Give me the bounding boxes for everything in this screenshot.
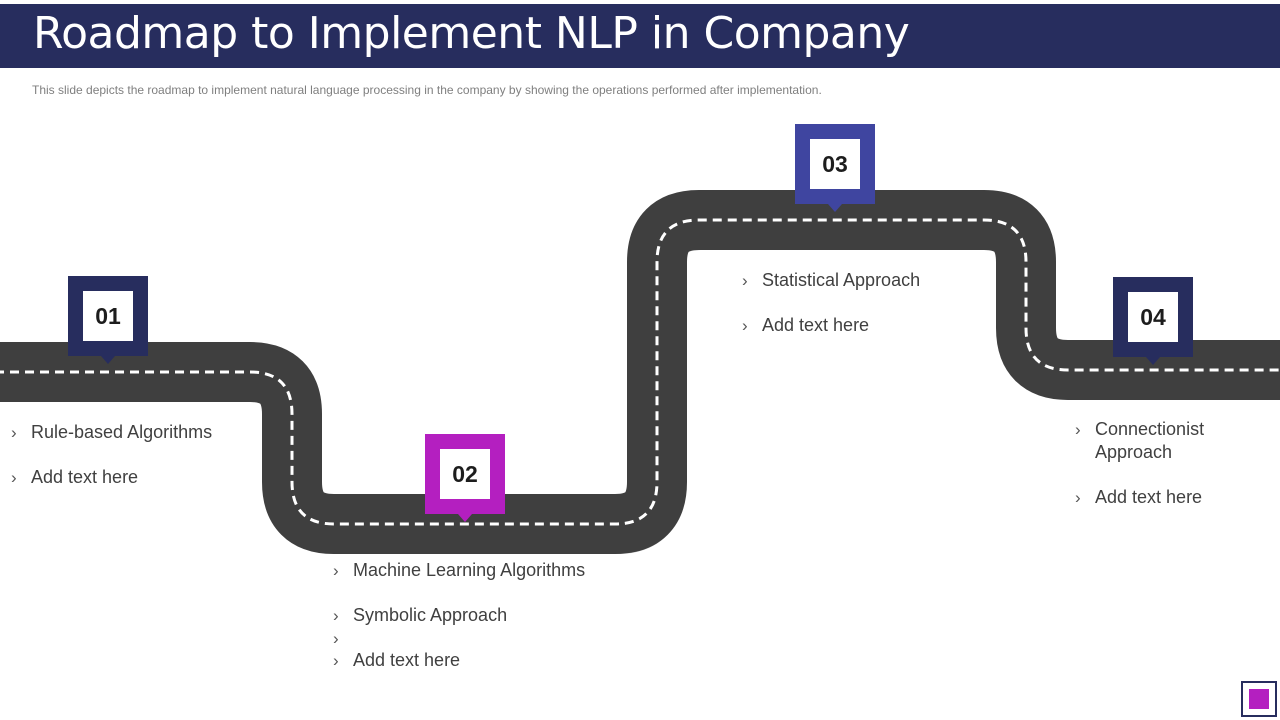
milestone-marker-02: 02	[425, 434, 505, 522]
marker-pin	[458, 514, 472, 522]
corner-accent-box	[1241, 681, 1277, 717]
title-bar	[0, 4, 1280, 68]
list-item: Statistical Approach	[742, 269, 1002, 292]
list-item-empty	[333, 627, 653, 650]
marker-pin	[101, 356, 115, 364]
list-item: Add text here	[742, 314, 1002, 337]
milestone-number: 03	[810, 139, 860, 189]
corner-accent-square	[1249, 689, 1269, 709]
milestone-02-list: Machine Learning Algorithms Symbolic App…	[333, 559, 653, 672]
list-item: Symbolic Approach	[333, 604, 653, 627]
milestone-number: 04	[1128, 292, 1178, 342]
slide-title: Roadmap to Implement NLP in Company	[33, 8, 910, 59]
milestone-marker-03: 03	[795, 124, 875, 212]
road-center-dashes	[0, 218, 1280, 526]
marker-pin	[1146, 357, 1160, 365]
list-item: Connectionist Approach	[1075, 418, 1235, 464]
slide-subtitle: This slide depicts the roadmap to implem…	[32, 83, 822, 97]
marker-pin	[828, 204, 842, 212]
milestone-04-list: Connectionist Approach Add text here	[1075, 418, 1235, 509]
milestone-number: 02	[440, 449, 490, 499]
milestone-01-list: Rule-based Algorithms Add text here	[11, 421, 271, 489]
milestone-03-list: Statistical Approach Add text here	[742, 269, 1002, 337]
milestone-marker-01: 01	[68, 276, 148, 364]
list-item: Machine Learning Algorithms	[333, 559, 653, 582]
list-item: Add text here	[1075, 486, 1235, 509]
list-item: Add text here	[333, 649, 653, 672]
milestone-marker-04: 04	[1113, 277, 1193, 365]
milestone-number: 01	[83, 291, 133, 341]
list-item: Add text here	[11, 466, 271, 489]
list-item: Rule-based Algorithms	[11, 421, 271, 444]
